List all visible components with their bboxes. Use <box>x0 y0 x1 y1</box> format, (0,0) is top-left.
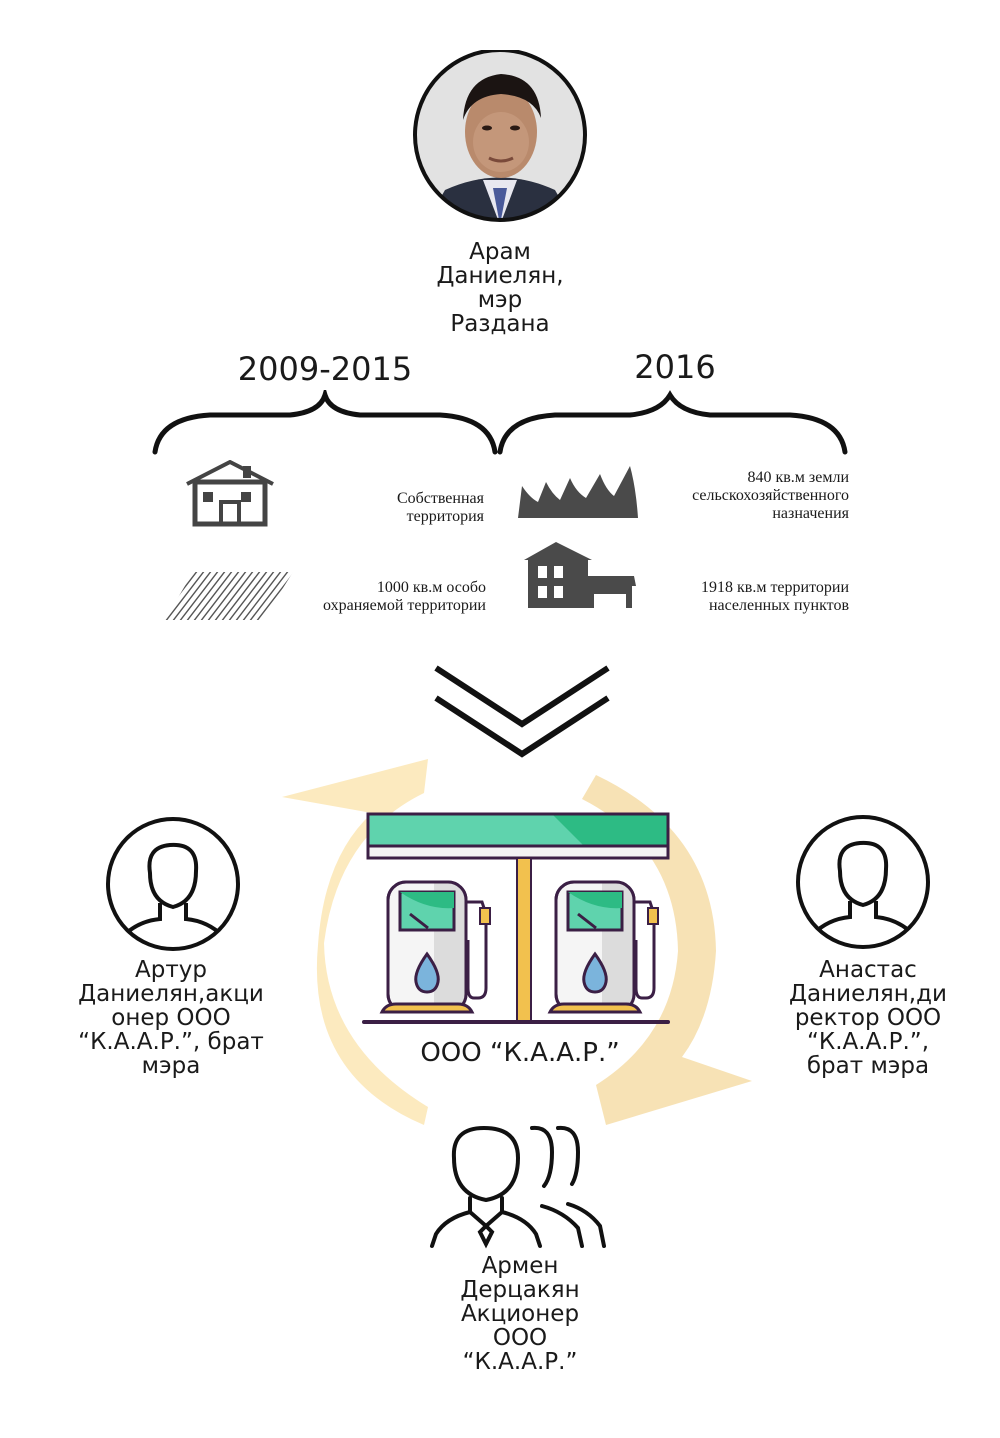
settlement-territory-line1: 1918 кв.м территории <box>700 579 849 596</box>
artur-line5: мэра <box>141 1053 201 1079</box>
anastas-name: Анастас Даниелян,ди ректор ООО “К.А.А.Р.… <box>768 958 968 1078</box>
armen-line4: ООО <box>492 1325 548 1351</box>
company-label: ООО “К.А.А.Р.” <box>420 1038 620 1068</box>
artur-line2: Даниелян,акци <box>78 981 264 1007</box>
agricultural-land-line1: 840 кв.м земли <box>747 469 849 486</box>
anastas-line4: “К.А.А.Р.”, <box>806 1029 930 1055</box>
armen-line2: Дерцакян <box>460 1277 580 1303</box>
own-territory-line1: Собственная <box>396 490 484 507</box>
anastas-line3: ректор ООО <box>794 1005 942 1031</box>
mayor-portrait <box>405 48 595 225</box>
settlement-territory-text: 1918 кв.м территории населенных пунктов <box>650 579 849 615</box>
anastas-avatar-icon <box>794 813 932 951</box>
agricultural-land-line3: назначения <box>772 505 849 522</box>
left-brace <box>152 386 498 455</box>
mayor-name-line2: Даниелян, <box>436 263 564 289</box>
artur-line4: “К.А.А.Р.”, брат <box>78 1029 264 1055</box>
own-territory-text: Собственная территория <box>330 490 484 526</box>
mayor-name: Арам Даниелян, мэр Раздана <box>380 240 620 336</box>
gas-station-icon <box>362 810 674 1028</box>
anastas-line1: Анастас <box>819 957 917 983</box>
mayor-name-line3: мэр <box>477 287 523 313</box>
protected-territory-text: 1000 кв.м особо охраняемой территории <box>290 579 486 615</box>
hatched-area-icon <box>163 570 295 622</box>
protected-territory-line1: 1000 кв.м особо <box>376 579 486 596</box>
period-left-label: 2009-2015 <box>237 350 413 388</box>
anastas-line2: Даниелян,ди <box>789 981 947 1007</box>
mayor-name-line1: Арам <box>469 239 531 265</box>
settlement-territory-line2: населенных пунктов <box>708 597 849 614</box>
artur-avatar-icon <box>104 815 242 953</box>
mayor-name-line4: Раздана <box>450 311 550 337</box>
agricultural-field-icon <box>516 464 640 520</box>
artur-name: Артур Даниелян,акци онер ООО “К.А.А.Р.”,… <box>60 958 282 1078</box>
protected-territory-line2: охраняемой территории <box>323 597 486 614</box>
shareholders-group-icon <box>428 1122 608 1250</box>
period-braces <box>150 386 850 455</box>
building-icon <box>520 540 638 610</box>
armen-line3: Акционер <box>460 1301 580 1327</box>
artur-line3: онер ООО <box>111 1005 231 1031</box>
own-territory-line2: территория <box>406 508 484 525</box>
anastas-line5: брат мэра <box>806 1053 930 1079</box>
house-icon <box>185 459 275 528</box>
agricultural-land-text: 840 кв.м земли сельскохозяйственного наз… <box>655 469 849 523</box>
armen-name: Армен Дерцакян Акционер ООО “К.А.А.Р.” <box>420 1254 620 1374</box>
double-chevron-down-icon <box>432 662 612 762</box>
period-right-label: 2016 <box>634 348 716 386</box>
agricultural-land-line2: сельскохозяйственного <box>692 487 849 504</box>
armen-line1: Армен <box>481 1253 559 1279</box>
artur-line1: Артур <box>135 957 207 983</box>
right-brace <box>497 390 848 455</box>
armen-line5: “К.А.А.Р.” <box>462 1349 578 1375</box>
